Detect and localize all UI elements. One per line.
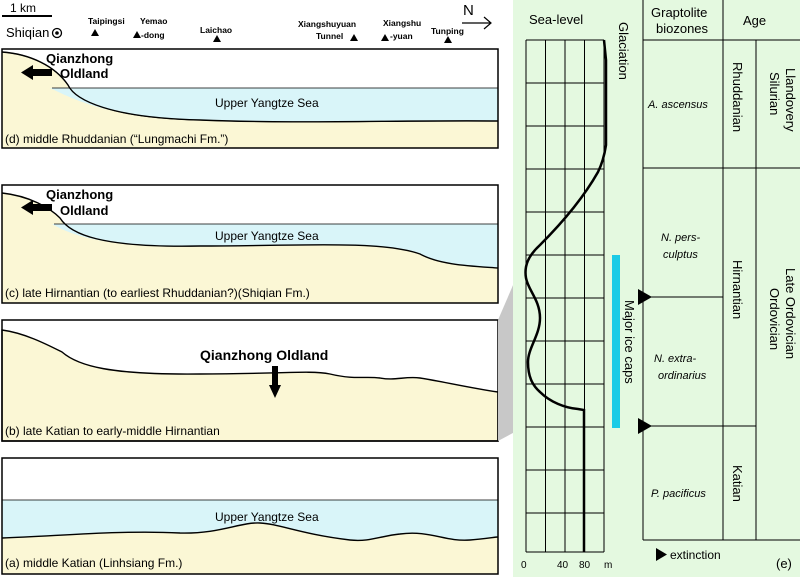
locality-label: Laichao xyxy=(200,25,232,35)
biozone-label: N. extra- xyxy=(654,353,697,365)
biozone-label: ordinarius xyxy=(658,370,707,382)
locality-taipingsi: Taipingsi xyxy=(88,16,125,36)
panel-d: Upper Yangtze Sea Qianzhong Oldland (d) … xyxy=(1,48,499,149)
sea-area xyxy=(2,500,498,541)
locality-label: Taipingsi xyxy=(88,16,125,26)
locality-marker-icon xyxy=(444,36,452,43)
stage-label: Rhuddanian xyxy=(730,62,745,132)
stage-label: Hirnantian xyxy=(730,260,745,319)
subsidence-arrow-icon xyxy=(269,366,281,398)
locality-shiqian: Shiqian xyxy=(6,25,63,40)
stage-label: Katian xyxy=(730,465,745,502)
land-label: Oldland xyxy=(60,66,108,81)
land-label: Oldland xyxy=(60,203,108,218)
land-direction-arrow-icon xyxy=(21,200,52,215)
land-label: Qianzhong xyxy=(46,51,113,66)
locality-label: -yuan xyxy=(390,31,413,41)
locality-marker-icon xyxy=(213,35,221,42)
scale-bar-label: 1 km xyxy=(10,1,36,15)
legend: extinction xyxy=(656,548,721,562)
age-header: Age xyxy=(743,13,766,28)
land-area xyxy=(2,193,498,303)
land-label: Qianzhong xyxy=(46,187,113,202)
biozone-label: P. pacificus xyxy=(651,488,706,500)
sea-level-curve xyxy=(524,39,608,552)
panel-a: Upper Yangtze Sea (a) middle Katian (Lin… xyxy=(1,457,499,575)
series-label: Ordovician xyxy=(767,288,782,350)
locality-tunping: Tunping xyxy=(431,26,464,43)
legend-label: extinction xyxy=(670,548,721,562)
axis-unit-label: m xyxy=(604,560,612,571)
land-area xyxy=(1,329,499,442)
panel-b: Qianzhong Oldland (b) late Katian to ear… xyxy=(1,319,499,442)
panel-caption: (d) middle Rhuddanian (“Lungmachi Fm.”) xyxy=(5,132,228,146)
panel-caption: (b) late Katian to early-middle Hirnanti… xyxy=(5,424,220,438)
locality-laichao: Laichao xyxy=(200,25,232,42)
locality-marker-icon xyxy=(133,31,141,38)
ice-caps-label: Major ice caps xyxy=(622,300,637,384)
axis-tick-label: 80 xyxy=(579,560,591,571)
sea-label: Upper Yangtze Sea xyxy=(215,510,319,524)
major-ice-caps-bar xyxy=(612,255,620,428)
biozones-header: biozones xyxy=(656,21,709,36)
locality-label: Tunping xyxy=(431,26,464,36)
locality-xiangshu-yuan: Xiangshu -yuan xyxy=(381,18,421,41)
axis-tick-label: 40 xyxy=(557,560,569,571)
sea-area xyxy=(52,224,498,268)
land-direction-arrow-icon xyxy=(21,65,52,80)
sea-area xyxy=(50,88,498,122)
series-label: Llandovery xyxy=(783,68,798,132)
locality-xiangshuyuan-tunnel: Xiangshuyuan Tunnel xyxy=(298,19,358,41)
extinction-marker-icon xyxy=(638,289,652,305)
figure-letter: (e) xyxy=(776,556,792,571)
locality-label: Tunnel xyxy=(316,31,343,41)
biozone-label: N. pers- xyxy=(661,232,700,244)
stratigraphic-column: 0 40 80 m Sea-level Glaciation Major ice… xyxy=(513,0,800,577)
locality-label: -dong xyxy=(141,30,165,40)
biozone-label: A. ascensus xyxy=(647,99,708,111)
sea-label: Upper Yangtze Sea xyxy=(215,229,319,243)
locality-label: Yemao xyxy=(140,16,167,26)
scale-bar: 1 km xyxy=(2,1,52,17)
series-label: Late Ordovician xyxy=(783,268,798,359)
glaciation-header: Glaciation xyxy=(616,22,631,80)
locality-marker-icon xyxy=(381,34,389,41)
axis-tick-label: 0 xyxy=(521,560,527,571)
locality-label: Xiangshu xyxy=(383,18,421,28)
north-arrow-icon: N xyxy=(462,2,492,30)
extinction-legend-icon xyxy=(656,548,667,561)
land-label: Qianzhong Oldland xyxy=(200,347,328,363)
land-area xyxy=(2,522,498,574)
panel-caption: (a) middle Katian (Linhsiang Fm.) xyxy=(5,556,182,570)
biozones-header: Graptolite xyxy=(651,5,707,20)
panel-caption: (c) late Hirnantian (to earliest Rhuddan… xyxy=(5,286,310,300)
locality-yemao-dong: Yemao -dong xyxy=(133,16,167,40)
locality-marker-icon xyxy=(350,34,358,41)
biozone-label: culptus xyxy=(663,249,698,261)
locality-label: Xiangshuyuan xyxy=(298,19,356,29)
panel-c: Upper Yangtze Sea Qianzhong Oldland (c) … xyxy=(1,184,499,304)
series-label: Silurian xyxy=(767,72,782,115)
locality-label: Shiqian xyxy=(6,25,49,40)
sea-level-grid xyxy=(525,39,605,553)
north-label: N xyxy=(463,2,474,19)
locality-marker-icon xyxy=(91,29,99,36)
extinction-marker-icon xyxy=(638,418,652,434)
sea-label: Upper Yangtze Sea xyxy=(215,96,319,110)
sea-level-header: Sea-level xyxy=(529,12,583,27)
